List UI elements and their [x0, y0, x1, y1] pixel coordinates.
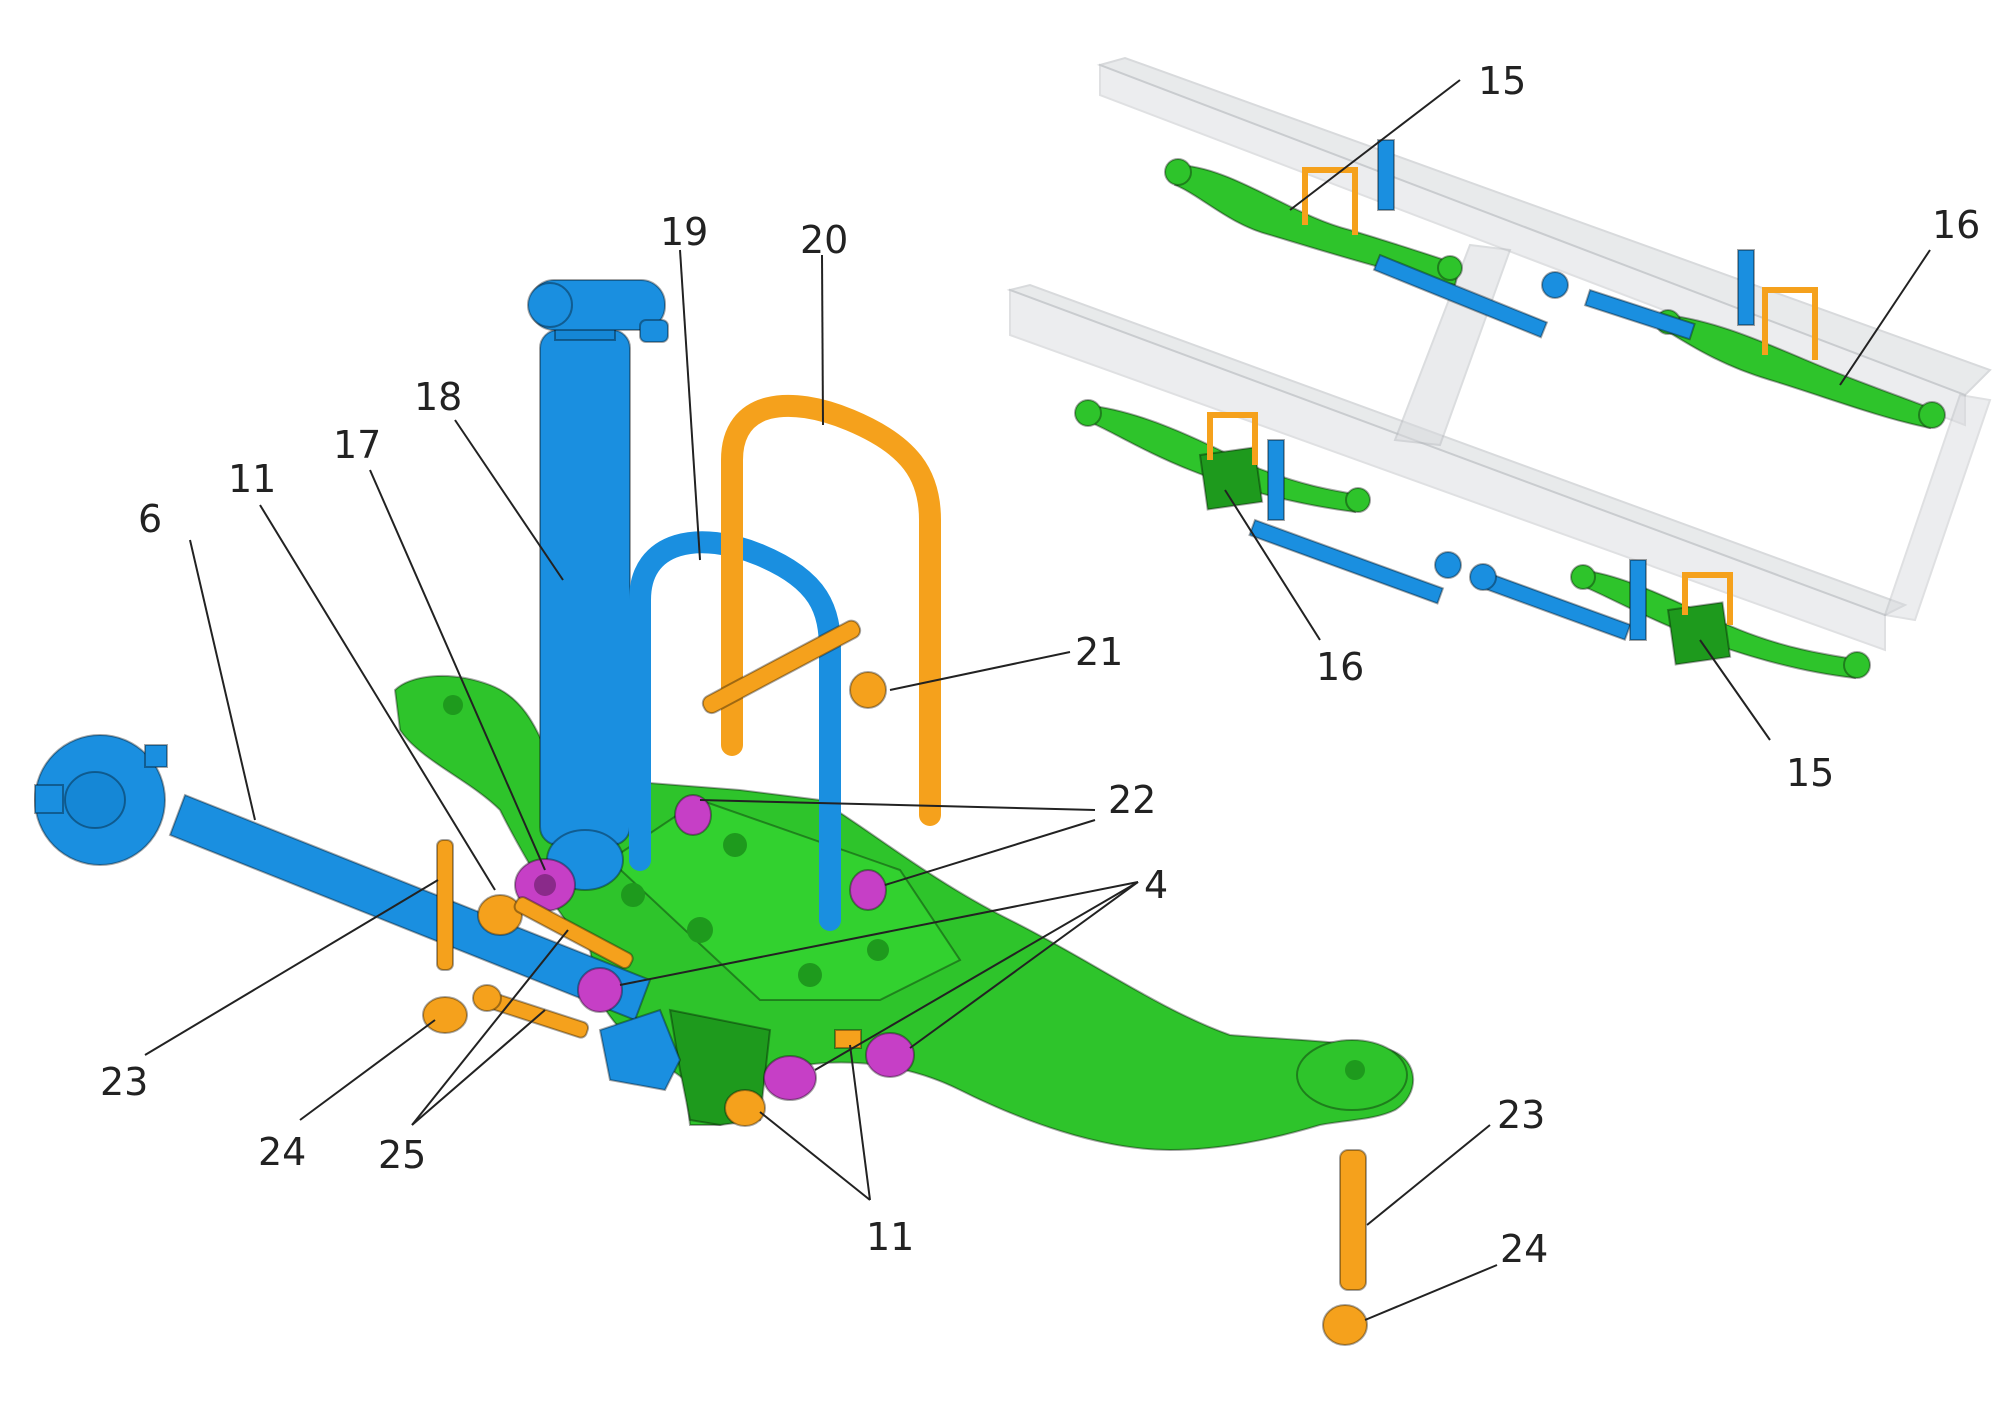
- u-bolt-rear: [721, 394, 941, 826]
- label-4: 4: [1144, 863, 1168, 907]
- mount-hole: [1345, 1060, 1365, 1080]
- spring-plate-lower-right: [1666, 601, 1732, 666]
- axle-hub: [1434, 551, 1462, 579]
- leaf-spring-upper-left: [1174, 163, 1462, 287]
- shackle-pin: [701, 619, 887, 715]
- axle-end-boss: [598, 1008, 682, 1092]
- label-15-bottom: 15: [1786, 751, 1834, 795]
- frame-rail-lower-side: [1009, 288, 1886, 652]
- axle-upper-left: [1372, 253, 1549, 339]
- bushing-17-bore: [534, 874, 556, 896]
- label-19: 19: [660, 210, 708, 254]
- shackle-pin-head: [849, 671, 887, 709]
- label-20: 20: [800, 218, 848, 262]
- nut-11-lower-right: [834, 1029, 862, 1049]
- u-bolt-lower-left: [1207, 412, 1258, 465]
- nut-11-left: [477, 894, 523, 936]
- axle-hub: [1469, 563, 1497, 591]
- nut-11-lower-left: [724, 1089, 766, 1127]
- bolt-25-a: [513, 896, 634, 970]
- bolt-25-head: [472, 984, 502, 1012]
- bolt-23-right: [1339, 1149, 1367, 1291]
- frame-rail-upper: [1096, 56, 1992, 397]
- exploded-assembly: 6 11 17 18 19 20 21 22 4 23 24 25 11 23: [34, 210, 1548, 1346]
- spring-eye: [1437, 255, 1463, 281]
- bushing-22-right: [849, 869, 887, 911]
- label-22: 22: [1108, 778, 1156, 822]
- u-bolt-lower-right: [1682, 572, 1733, 625]
- shock-upper-left: [1377, 139, 1395, 211]
- frame-end-crossmember: [1883, 393, 1992, 622]
- spring-eye: [1843, 651, 1871, 679]
- mount-hole: [443, 695, 463, 715]
- label-24-left: 24: [258, 1130, 306, 1174]
- shock-upper-right: [1737, 249, 1755, 326]
- label-23-right: 23: [1497, 1093, 1545, 1137]
- u-bolt-upper-right: [1762, 287, 1818, 360]
- mount-hole: [687, 917, 713, 943]
- frame-rail-lower: [1006, 283, 1908, 617]
- shock-top-eye-pin: [639, 319, 669, 343]
- spring-eye: [1570, 564, 1596, 590]
- label-11-bottom: 11: [866, 1215, 914, 1259]
- label-11-top: 11: [228, 457, 276, 501]
- axle-flange-lug: [144, 744, 168, 768]
- u-bolt-front: [629, 531, 841, 931]
- shackle-pin-shaft: [701, 619, 862, 715]
- frame-crossmember: [1393, 243, 1512, 447]
- bushing-4-lower-left: [763, 1055, 817, 1101]
- mount-hole: [867, 939, 889, 961]
- frame-rail-upper-side: [1099, 63, 1966, 427]
- label-6: 6: [138, 497, 162, 541]
- shock-lower-left: [1267, 439, 1285, 521]
- label-21: 21: [1075, 630, 1123, 674]
- bushing-22-top: [674, 794, 712, 836]
- axle-assembly: [34, 734, 682, 1092]
- axle-flange: [64, 771, 126, 829]
- shock-absorber: [527, 279, 669, 891]
- shock-top-eye-boss: [527, 282, 573, 328]
- axle-lower-left: [1248, 518, 1445, 605]
- label-16-bottom: 16: [1316, 645, 1364, 689]
- label-15-top: 15: [1478, 59, 1526, 103]
- axle-upper-right: [1583, 288, 1696, 341]
- mount-hole: [621, 883, 645, 907]
- spring-eye: [1345, 487, 1371, 513]
- axle-hub: [1541, 271, 1569, 299]
- bolt-23-left: [436, 839, 454, 971]
- mount-hole: [723, 833, 747, 857]
- spring-eye: [1164, 158, 1192, 186]
- chassis-overview: 15 16 16 15: [1006, 56, 1992, 795]
- label-25: 25: [378, 1133, 426, 1177]
- label-24-right: 24: [1500, 1227, 1548, 1271]
- shock-lower-right: [1629, 559, 1647, 641]
- label-16-right: 16: [1932, 203, 1980, 247]
- mount-hole: [798, 963, 822, 987]
- shock-body: [539, 329, 631, 846]
- bushing-4-upper: [577, 967, 623, 1013]
- nut-24-left: [422, 996, 468, 1034]
- spring-eye: [1918, 401, 1946, 429]
- label-23-left: 23: [100, 1060, 148, 1104]
- bushing-4-lower-right: [865, 1032, 915, 1078]
- label-17: 17: [333, 423, 381, 467]
- label-18: 18: [414, 375, 462, 419]
- spring-eye: [1074, 399, 1102, 427]
- axle-flange-lug: [34, 784, 64, 814]
- nut-24-right: [1322, 1304, 1368, 1346]
